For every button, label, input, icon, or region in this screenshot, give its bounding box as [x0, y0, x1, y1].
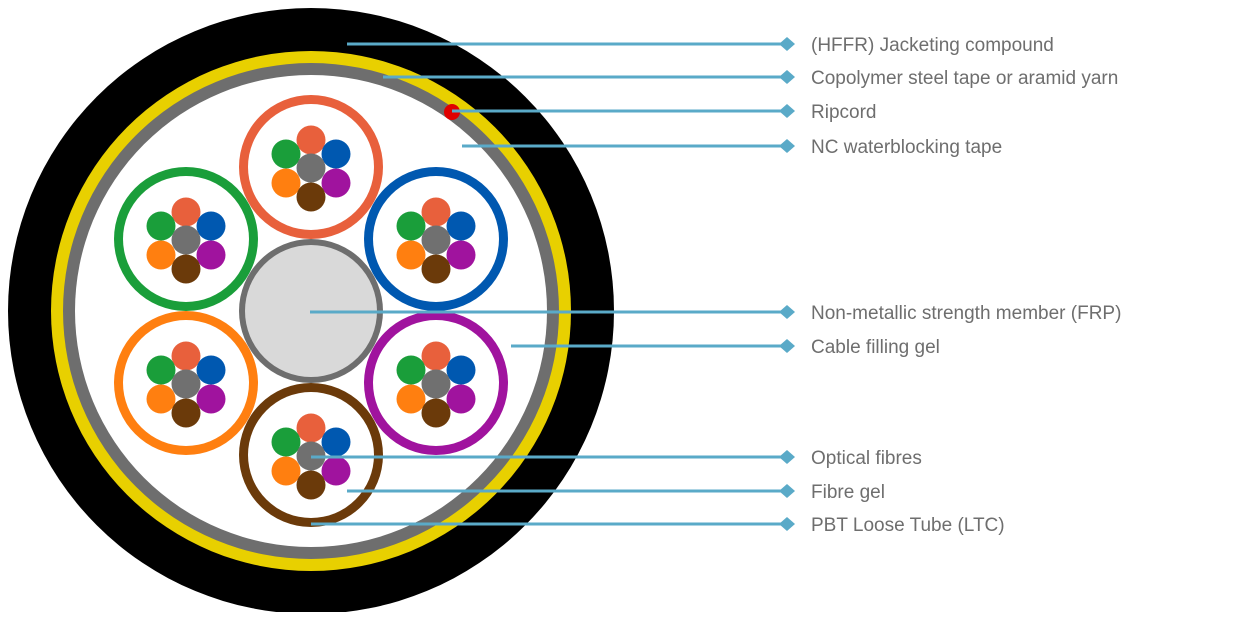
fibre-lower-right: [196, 240, 226, 270]
leader-diamond-filling-gel: [779, 339, 795, 353]
leader-diamond-armour: [779, 70, 795, 84]
fibre-center: [421, 225, 451, 255]
label-strength-member: Non-metallic strength member (FRP): [811, 303, 1121, 324]
label-fibre-gel: Fibre gel: [811, 482, 885, 503]
fibre-bottom: [296, 182, 326, 212]
leader-diamond-fibre-gel: [779, 484, 795, 498]
fibre-lower-right: [446, 240, 476, 270]
fibre-upper-left: [271, 427, 301, 457]
fibre-bottom: [171, 398, 201, 428]
fibre-center: [296, 153, 326, 183]
fibre-upper-left: [271, 139, 301, 169]
fibre-lower-left: [271, 456, 301, 486]
label-jacketing: (HFFR) Jacketing compound: [811, 35, 1054, 56]
label-ripcord: Ripcord: [811, 102, 876, 123]
fibre-bottom: [296, 470, 326, 500]
tube-orange: [114, 311, 258, 455]
label-waterblocking: NC waterblocking tape: [811, 137, 1002, 158]
leader-lines: [310, 37, 795, 531]
fibre-upper-right: [321, 427, 351, 457]
fibre-lower-left: [146, 240, 176, 270]
fibre-lower-left: [271, 168, 301, 198]
fibre-upper-right: [196, 211, 226, 241]
fibre-upper-right: [446, 355, 476, 385]
fibre-lower-right: [446, 384, 476, 414]
leader-diamond-ripcord: [779, 104, 795, 118]
fibre-upper-right: [196, 355, 226, 385]
tube-violet: [364, 311, 508, 455]
label-filling-gel: Cable filling gel: [811, 337, 940, 358]
tube-green: [114, 167, 258, 311]
fibre-upper-left: [396, 355, 426, 385]
fibre-bottom: [421, 398, 451, 428]
tube-brown: [239, 383, 383, 527]
fibre-upper-right: [446, 211, 476, 241]
leader-diamond-waterblocking: [779, 139, 795, 153]
fibre-lower-left: [396, 384, 426, 414]
label-armour: Copolymer steel tape or aramid yarn: [811, 68, 1118, 89]
fibre-top: [296, 413, 326, 443]
label-optical-fibres: Optical fibres: [811, 448, 922, 469]
fibre-bottom: [171, 254, 201, 284]
leader-diamond-jacketing: [779, 37, 795, 51]
fibre-upper-right: [321, 139, 351, 169]
fibre-bottom: [421, 254, 451, 284]
leader-diamond-strength-member: [779, 305, 795, 319]
fibre-top: [171, 341, 201, 371]
fibre-lower-right: [196, 384, 226, 414]
leader-diamond-loose-tube: [779, 517, 795, 531]
tube-orange-red: [239, 95, 383, 239]
fibre-lower-right: [321, 168, 351, 198]
fibre-upper-left: [146, 211, 176, 241]
fibre-top: [296, 125, 326, 155]
leader-diamond-optical-fibres: [779, 450, 795, 464]
fibre-center: [171, 369, 201, 399]
fibre-upper-left: [396, 211, 426, 241]
fibre-top: [421, 197, 451, 227]
fibre-upper-left: [146, 355, 176, 385]
tube-blue: [364, 167, 508, 311]
fibre-top: [421, 341, 451, 371]
fibre-center: [421, 369, 451, 399]
fibre-top: [171, 197, 201, 227]
fibre-lower-left: [396, 240, 426, 270]
label-loose-tube: PBT Loose Tube (LTC): [811, 515, 1005, 536]
cable-cross-section: [8, 8, 614, 614]
fibre-center: [171, 225, 201, 255]
fibre-lower-left: [146, 384, 176, 414]
fibre-lower-right: [321, 456, 351, 486]
